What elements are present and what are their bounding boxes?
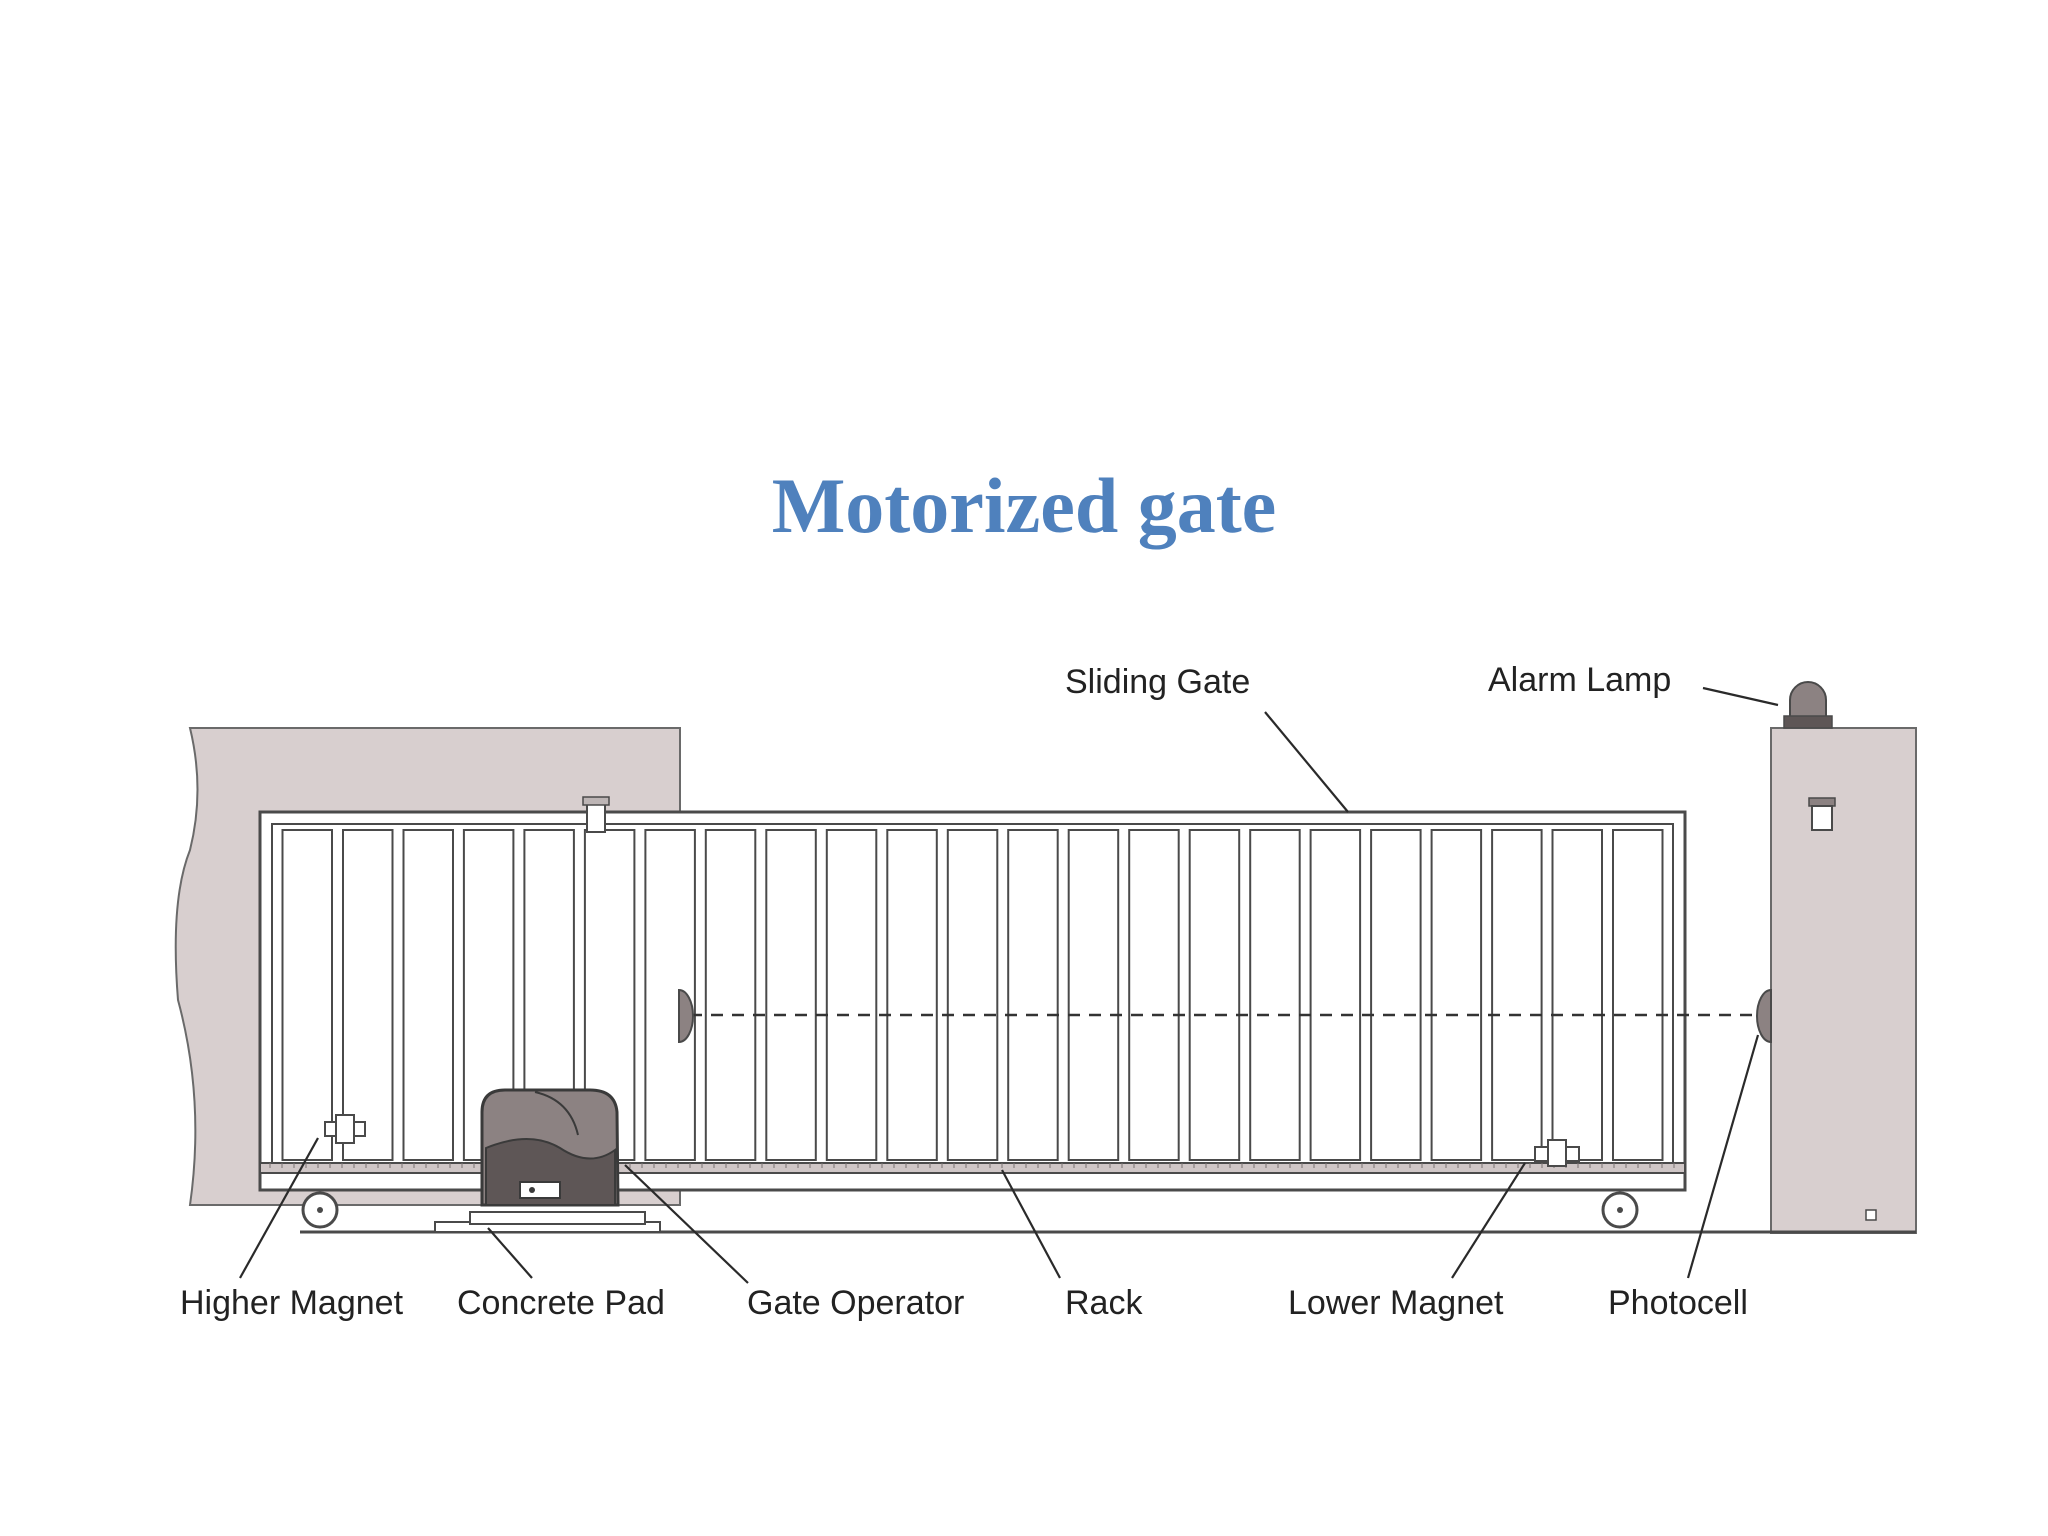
leader-gate-operator	[624, 1164, 749, 1284]
sliding-gate	[258, 810, 1687, 1192]
gate-bar	[1249, 829, 1301, 1161]
gate-bar	[1188, 829, 1241, 1161]
gate-bar	[281, 829, 333, 1161]
label-rack: Rack	[1065, 1284, 1143, 1322]
gate-bar	[1067, 829, 1120, 1161]
gate-bar	[886, 829, 938, 1161]
right-pillar	[1770, 727, 1917, 1234]
gate-bar	[1612, 829, 1664, 1161]
gate-bar	[1309, 829, 1362, 1161]
gate-bar	[342, 829, 394, 1161]
gate-bar	[704, 829, 757, 1161]
gate-bar	[825, 829, 878, 1161]
leader-higher-magnet	[239, 1137, 319, 1279]
higher-magnet	[324, 1114, 366, 1144]
gate-bar	[1007, 829, 1059, 1161]
gate-bar	[1551, 829, 1603, 1161]
gate-bar	[1128, 829, 1180, 1161]
label-gate-operator: Gate Operator	[747, 1284, 964, 1322]
gate-bar	[1370, 829, 1422, 1161]
label-photocell: Photocell	[1608, 1284, 1748, 1322]
label-sliding-gate: Sliding Gate	[1065, 663, 1250, 701]
slide-title: Motorized gate	[771, 462, 1277, 549]
leader-sliding-gate	[1264, 711, 1349, 813]
label-concrete-pad: Concrete Pad	[457, 1284, 665, 1322]
rack	[259, 1162, 1686, 1174]
lower-magnet	[1534, 1139, 1580, 1167]
right-wheel	[1601, 1191, 1639, 1229]
alarm-lamp	[1783, 681, 1833, 729]
leader-alarm-lamp	[1702, 686, 1779, 707]
leader-lower-magnet	[1451, 1162, 1526, 1279]
gate-bar	[946, 829, 999, 1161]
label-alarm-lamp: Alarm Lamp	[1488, 661, 1671, 699]
photocell-receiver	[1756, 988, 1772, 1044]
label-higher-magnet: Higher Magnet	[180, 1284, 404, 1322]
leader-rack	[1001, 1169, 1061, 1279]
gate-bar	[765, 829, 817, 1161]
leader-concrete-pad	[487, 1227, 533, 1279]
gate-operator	[480, 1088, 620, 1207]
gate-bar	[402, 829, 454, 1161]
gate-bar	[1430, 829, 1483, 1161]
label-lower-magnet: Lower Magnet	[1288, 1284, 1504, 1322]
gate-bar	[1491, 829, 1543, 1161]
gate-post-sensor	[582, 796, 610, 833]
leader-photocell	[1686, 1034, 1760, 1279]
key-switch	[1808, 797, 1836, 831]
photocell-emitter	[678, 988, 694, 1044]
left-wheel	[301, 1191, 339, 1229]
concrete-pad	[434, 1211, 661, 1233]
pillar-small-box	[1865, 1209, 1877, 1221]
